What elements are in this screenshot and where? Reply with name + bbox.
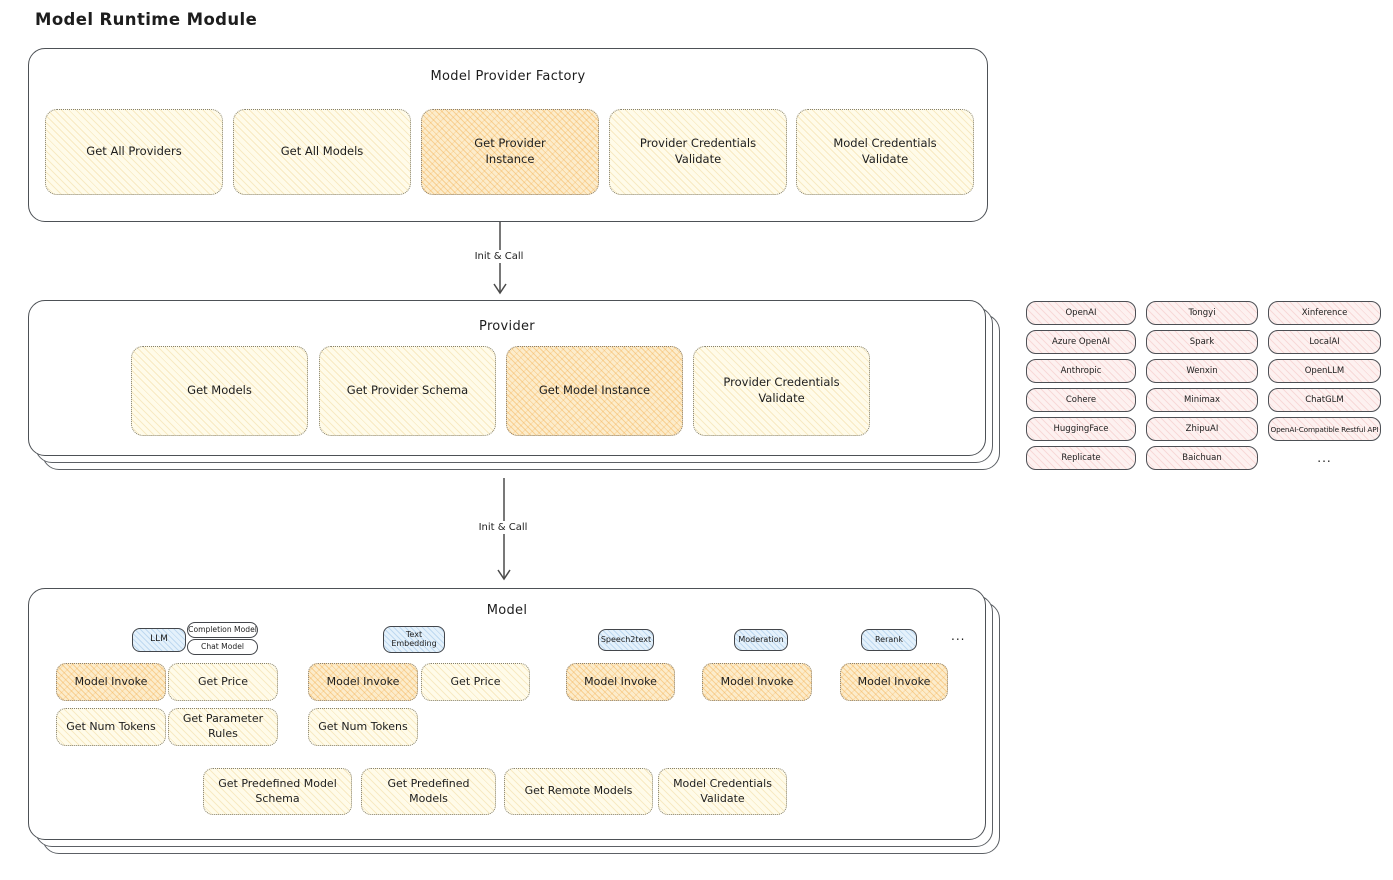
fn-label: Model Invoke — [326, 674, 400, 688]
fn-label: Get Price — [198, 674, 248, 688]
vendor-tongyi: Tongyi — [1146, 301, 1258, 325]
fn-label: Get Predefined Model Schema — [218, 776, 337, 805]
factory-box-label: Provider Credentials Validate — [639, 136, 757, 166]
tag-text-embedding: Text Embedding — [383, 626, 445, 653]
provider-box-label: Get Provider Schema — [346, 383, 469, 398]
llm-get-price-box: Get Price — [168, 663, 278, 701]
vendor-xinference: Xinference — [1268, 301, 1381, 325]
vendor-spark: Spark — [1146, 330, 1258, 354]
fn-label: Get Num Tokens — [318, 719, 408, 733]
factory-box-label: Get All Providers — [86, 144, 182, 159]
fn-label: Get Num Tokens — [66, 719, 156, 733]
fn-label: Model Credentials Validate — [673, 776, 772, 805]
provider-box-label: Provider Credentials Validate — [723, 375, 840, 405]
fn-label: Model Invoke — [857, 674, 931, 688]
tag-speech2text: Speech2text — [598, 629, 654, 651]
factory-box-get-all-providers: Get All Providers — [45, 109, 223, 195]
vendor-openai-compatible-restful-api: OpenAI-Compatible Restful API — [1268, 417, 1381, 441]
vendor-cohere: Cohere — [1026, 388, 1136, 412]
provider-box-label: Get Model Instance — [538, 383, 651, 398]
vendor-localai: LocalAI — [1268, 330, 1381, 354]
moderation-model-invoke-box: Model Invoke — [702, 663, 812, 701]
arrow2-label: Init & Call — [474, 521, 532, 534]
vendor-baichuan: Baichuan — [1146, 446, 1258, 470]
fn-label: Get Price — [450, 674, 501, 688]
factory-panel-title: Model Provider Factory — [430, 69, 586, 84]
speech2text-model-invoke-box: Model Invoke — [566, 663, 675, 701]
vendor-zhipuai: ZhipuAI — [1146, 417, 1258, 441]
factory-panel: Model Provider Factory Get All Providers… — [28, 48, 988, 222]
fn-label: Get Remote Models — [524, 784, 633, 798]
vendor-replicate: Replicate — [1026, 446, 1136, 470]
embedding-get-num-tokens-box: Get Num Tokens — [308, 708, 418, 746]
vendor-huggingface: HuggingFace — [1026, 417, 1136, 441]
tag-moderation: Moderation — [734, 629, 788, 651]
tag-llm: LLM — [132, 628, 186, 652]
provider-box-provider-credentials-validate: Provider Credentials Validate — [693, 346, 870, 436]
fn-label: Get Parameter Rules — [182, 712, 264, 740]
vendor-openllm: OpenLLM — [1268, 359, 1381, 383]
rerank-model-invoke-box: Model Invoke — [840, 663, 948, 701]
tags-more-ellipsis: ... — [951, 629, 966, 643]
fn-label: Model Invoke — [584, 674, 657, 688]
vendor-wenxin: Wenxin — [1146, 359, 1258, 383]
llm-get-num-tokens-box: Get Num Tokens — [56, 708, 166, 746]
vendor-minimax: Minimax — [1146, 388, 1258, 412]
tag-chat-model: Chat Model — [187, 639, 258, 655]
factory-box-label: Model Credentials Validate — [833, 136, 937, 166]
vendor-more-ellipsis: ... — [1317, 451, 1332, 465]
page-title: Model Runtime Module — [35, 10, 258, 29]
vendor-anthropic: Anthropic — [1026, 359, 1136, 383]
fn-label: Get Predefined Models — [387, 776, 470, 805]
factory-box-get-all-models: Get All Models — [233, 109, 411, 195]
tag-rerank: Rerank — [861, 629, 917, 651]
factory-box-model-credentials-validate: Model Credentials Validate — [796, 109, 974, 195]
provider-stack: Provider Get Models Get Provider Schema … — [28, 300, 1000, 470]
provider-panel: Provider Get Models Get Provider Schema … — [28, 300, 986, 456]
model-panel: Model LLM Completion Model Chat Model Te… — [28, 588, 986, 840]
provider-panel-title: Provider — [479, 319, 535, 334]
provider-box-get-models: Get Models — [131, 346, 308, 436]
fn-label: Model Invoke — [720, 674, 794, 688]
factory-box-label: Get All Models — [280, 144, 364, 159]
get-remote-models-box: Get Remote Models — [504, 768, 653, 815]
embedding-model-invoke-box: Model Invoke — [308, 663, 418, 701]
vendor-azure-openai: Azure OpenAI — [1026, 330, 1136, 354]
embedding-get-price-box: Get Price — [421, 663, 530, 701]
model-credentials-validate-box: Model Credentials Validate — [658, 768, 787, 815]
llm-get-parameter-rules-box: Get Parameter Rules — [168, 708, 278, 746]
provider-box-get-provider-schema: Get Provider Schema — [319, 346, 496, 436]
factory-box-get-provider-instance: Get Provider Instance — [421, 109, 599, 195]
get-predefined-model-schema-box: Get Predefined Model Schema — [203, 768, 352, 815]
vendor-chatglm: ChatGLM — [1268, 388, 1381, 412]
fn-label: Model Invoke — [74, 674, 148, 688]
factory-box-provider-credentials-validate: Provider Credentials Validate — [609, 109, 787, 195]
tag-completion-model: Completion Model — [187, 622, 258, 638]
provider-vendors-grid: OpenAI Tongyi Xinference Azure OpenAI Sp… — [1026, 301, 1381, 470]
arrow1-label: Init & Call — [470, 250, 528, 263]
llm-model-invoke-box: Model Invoke — [56, 663, 166, 701]
model-stack: Model LLM Completion Model Chat Model Te… — [28, 588, 1000, 854]
vendor-openai: OpenAI — [1026, 301, 1136, 325]
get-predefined-models-box: Get Predefined Models — [361, 768, 496, 815]
factory-box-label: Get Provider Instance — [474, 136, 546, 166]
provider-box-label: Get Models — [187, 383, 252, 398]
model-panel-title: Model — [486, 603, 528, 618]
provider-box-get-model-instance: Get Model Instance — [506, 346, 683, 436]
